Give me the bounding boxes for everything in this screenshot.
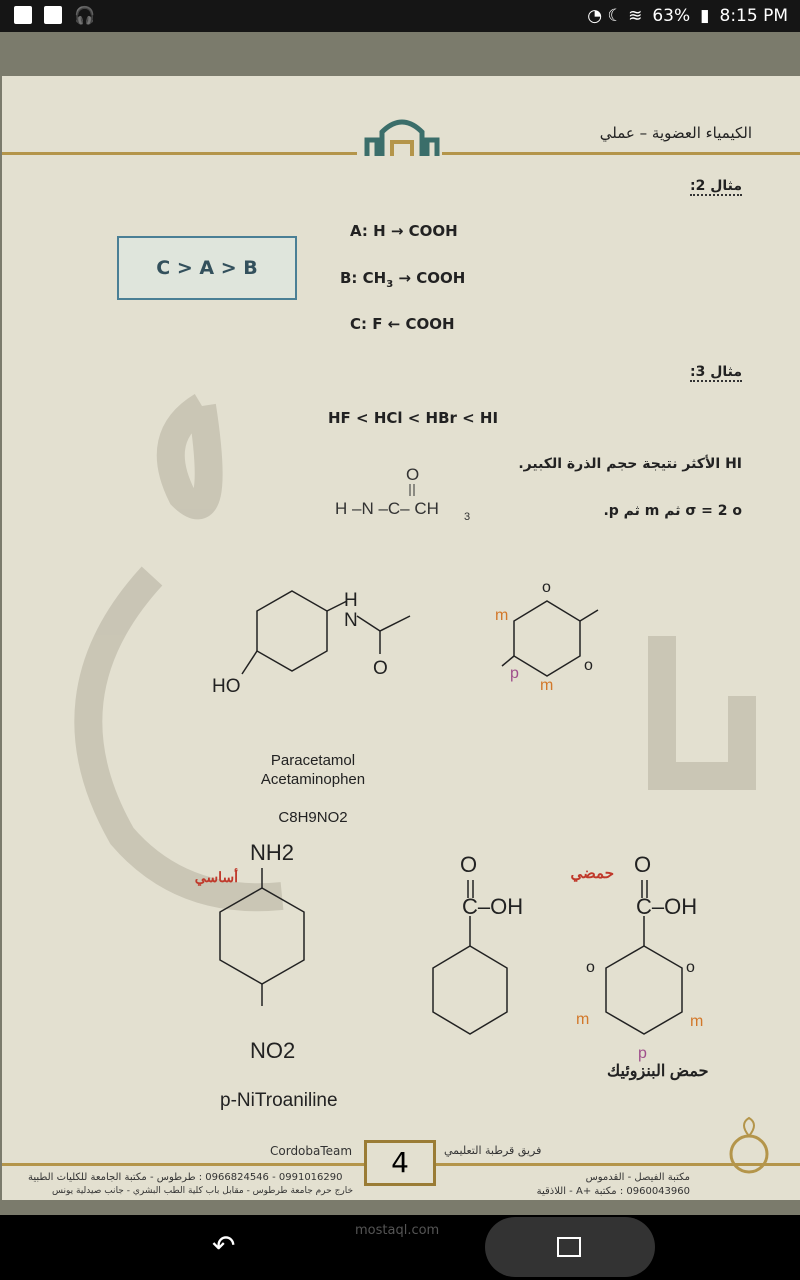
o-label: O [460, 852, 477, 877]
equation-b: B: CH3 → COOH [340, 269, 465, 290]
ortho-label: o [584, 657, 593, 674]
ho-label: HO [212, 676, 241, 697]
meta-label: m [495, 607, 508, 624]
image-icon [44, 6, 62, 24]
o-label: O [373, 658, 388, 679]
ortho-label: o [542, 579, 551, 596]
structures: O H –N –C– CH 3 H N O HO Paracetamol Ace… [74, 393, 756, 1111]
battery-icon: ▮ [700, 6, 710, 26]
viewer-toolbar [0, 32, 800, 76]
para-label: p [510, 665, 519, 682]
cooh-label: C–OH [462, 894, 523, 919]
meta-label: m [576, 1011, 589, 1028]
answer-box: C > A > B [117, 236, 297, 300]
cooh-label: C–OH [636, 894, 697, 919]
example-2-label: مثال 2: [689, 178, 742, 196]
example-3-label: مثال 3: [689, 364, 742, 382]
watermark-logo [74, 393, 756, 912]
para-label: p [638, 1045, 647, 1062]
footer-right-2: 0960043960 : مكتبة +A - اللاذقية [536, 1186, 690, 1197]
basic-label: أساسي [195, 867, 238, 886]
team-name: CordobaTeam [270, 1144, 353, 1158]
navigation-bar: ↶ mostaql.com [0, 1215, 800, 1280]
no2-label: NO2 [250, 1038, 295, 1063]
paracetamol-structure [241, 590, 411, 675]
amide-structure: O H –N –C– CH 3 [335, 465, 470, 523]
back-button[interactable]: ↶ [212, 1229, 236, 1262]
page-number: 4 [364, 1140, 436, 1186]
acid-order: HF < HCl < HBr < HI [328, 409, 499, 427]
meta-label: m [690, 1013, 703, 1030]
recents-button[interactable] [485, 1217, 655, 1277]
footer-right-1: مكتبة الفيصل - القدموس [585, 1172, 690, 1183]
notification-icon [14, 6, 32, 24]
clock: 8:15 PM [719, 6, 789, 26]
amide-sub: 3 [464, 511, 470, 523]
molecular-formula: C8H9NO2 [278, 809, 347, 826]
equation-c: C: F ← COOH [350, 315, 455, 333]
o-label: O [634, 852, 651, 877]
watermark-text: mostaql.com [355, 1223, 440, 1238]
meta-label: m [540, 677, 553, 694]
wifi-icon: ◔ ☾ ≋ [587, 6, 643, 26]
ortho-label: o [586, 959, 595, 976]
benzoic-acid-structure [432, 880, 683, 1035]
ortho-label: o [686, 959, 695, 976]
b-text: → COOH [393, 269, 466, 287]
nh2-label: NH2 [250, 840, 294, 865]
amide-chain: H –N –C– CH [335, 499, 439, 518]
substituent-ring [501, 600, 599, 677]
footer-left-1: 0991016290 - 0966824546 : طرطوس - مكتبة … [28, 1172, 343, 1183]
document-page[interactable]: الكيمياء العضوية – عملي مثال 2: C > A > … [2, 76, 800, 1200]
paracetamol-name: Paracetamol [271, 752, 355, 769]
b-sub: 3 [386, 279, 394, 290]
sigma-text: σ = 2 o ثم m ثم p. [603, 503, 742, 519]
oxygen-label: O [406, 465, 419, 484]
acidic-label: حمضي [571, 865, 614, 883]
n-label: N [344, 610, 358, 631]
reason-text: HI الأكثر نتيجة حجم الذرة الكبير. [518, 456, 742, 472]
footer-left-2: خارج حرم جامعة طرطوس - مقابل باب كلية ال… [52, 1186, 354, 1196]
benzoic-acid-name: حمض البنزوئيك [607, 1063, 709, 1081]
team-name-ar: فريق قرطبة التعليمي [444, 1144, 542, 1157]
battery-level: 63% [652, 6, 691, 26]
faisal-logo-icon [729, 1116, 769, 1174]
header-rule [2, 152, 357, 155]
headphones-icon: 🎧 [74, 6, 96, 26]
nitroaniline-structure [219, 868, 305, 1006]
nitroaniline-name: p-NiTroaniline [220, 1090, 338, 1111]
page-title: الكيمياء العضوية – عملي [599, 124, 752, 142]
recents-icon [557, 1237, 581, 1257]
h-label: H [344, 590, 358, 611]
cordoba-logo-icon [364, 119, 440, 156]
header-rule [442, 152, 800, 155]
equation-a: A: H → COOH [350, 222, 458, 240]
status-bar: 🎧 ◔ ☾ ≋ 63% ▮ 8:15 PM [0, 0, 800, 32]
acetaminophen-name: Acetaminophen [261, 771, 365, 788]
b-text: B: CH [340, 269, 387, 287]
